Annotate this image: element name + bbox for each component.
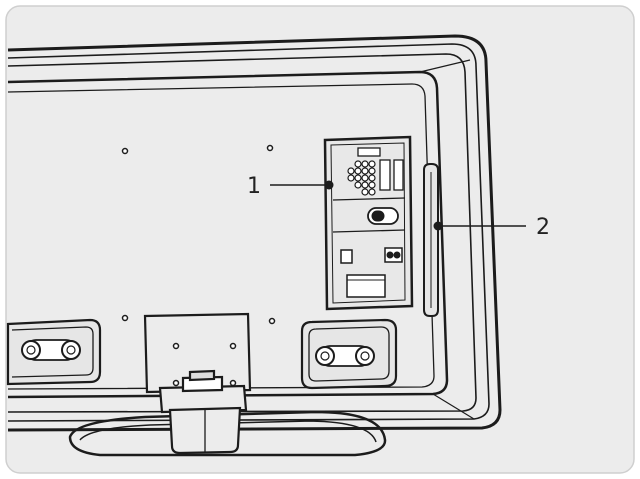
callout-1-label: 1 bbox=[247, 174, 261, 199]
callout-2: 2 bbox=[433, 215, 550, 240]
callout-1-dot bbox=[324, 180, 334, 190]
stand-neck bbox=[158, 369, 248, 455]
callout-2-label: 2 bbox=[536, 215, 550, 240]
side-connector-strip bbox=[423, 163, 439, 317]
vesa-mounting-holes bbox=[121, 144, 276, 325]
right-grip bbox=[300, 318, 398, 390]
left-grip bbox=[6, 318, 102, 386]
callout-1: 1 bbox=[247, 174, 334, 199]
rear-connector-panel bbox=[323, 135, 414, 311]
stand-mount-plate bbox=[143, 312, 252, 394]
callout-2-dot bbox=[433, 221, 443, 231]
